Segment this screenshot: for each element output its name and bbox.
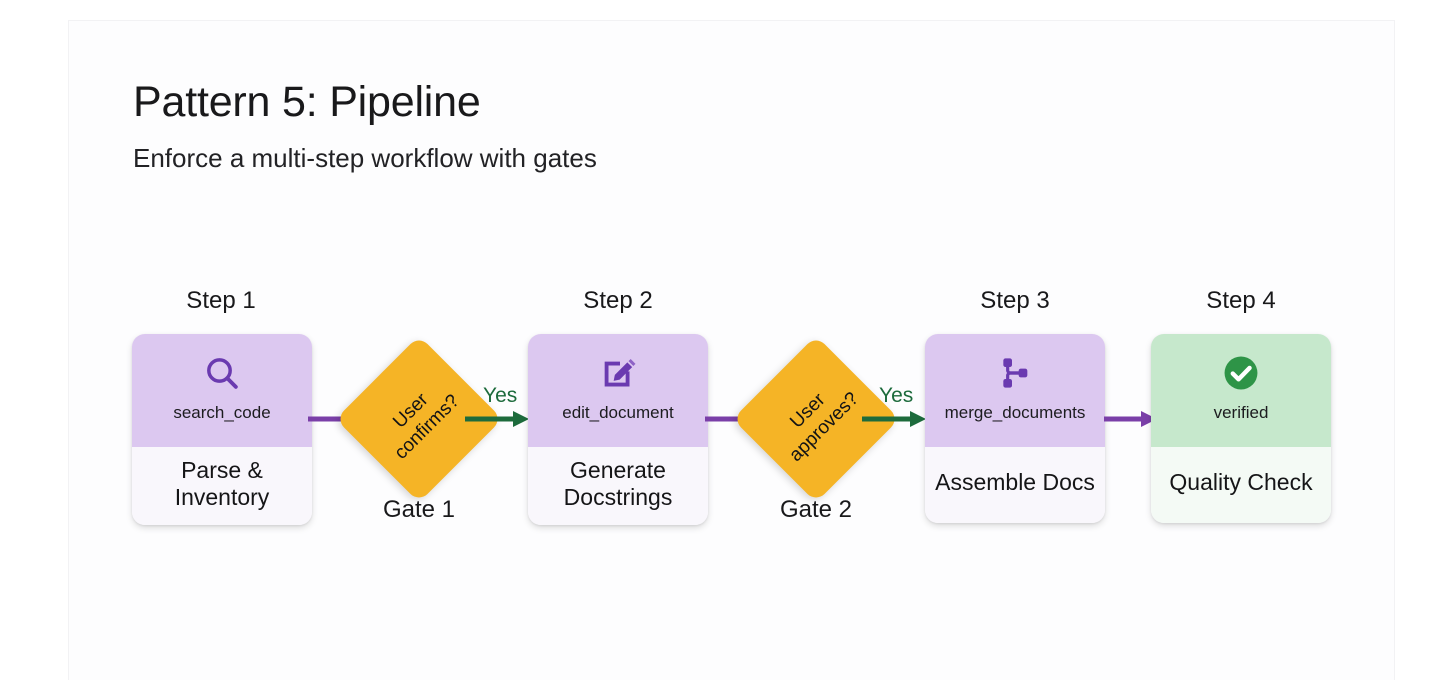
header-block: Pattern 5: Pipeline Enforce a multi-step… [133,78,1033,175]
step-card-4-description: Quality Check [1151,447,1331,523]
step-card-2-header: edit_document [528,334,708,447]
gate-2-caption: Gate 2 [779,496,853,523]
edit-document-icon [598,351,638,395]
step-label-4: Step 4 [1206,287,1276,314]
step-card-2-tool-name: edit_document [562,403,674,422]
gate-2[interactable]: User approves? Gate 2 [732,335,900,523]
gate-1-branch-label: Yes [483,384,518,407]
merge-documents-icon [995,351,1035,395]
step-card-1-tool-name: search_code [173,403,271,422]
step-card-1-header: search_code [132,334,312,447]
step-card-4[interactable]: verified Quality Check [1151,334,1331,523]
step-card-2[interactable]: edit_document Generate Docstrings [528,334,708,526]
gate-1-caption: Gate 1 [382,496,456,523]
step-card-1[interactable]: search_code Parse & Inventory [132,334,312,526]
step-card-1-description: Parse & Inventory [132,447,312,526]
page-title: Pattern 5: Pipeline [133,78,481,126]
gate-1[interactable]: User confirms? Gate 1 [335,335,503,523]
step-card-3-tool-name: merge_documents [944,403,1086,422]
connector-gate2-to-step3 [862,411,926,427]
connector-step3-to-step4 [1104,411,1157,427]
step-card-3-description: Assemble Docs [925,447,1105,523]
step-card-3[interactable]: merge_documents Assemble Docs [925,334,1105,523]
step-label-1: Step 1 [186,287,256,314]
step-card-4-tool-name: verified [1213,403,1269,422]
step-label-2: Step 2 [583,287,653,314]
check-circle-icon [1220,351,1262,395]
search-icon [202,351,242,395]
step-card-4-header: verified [1151,334,1331,447]
step-card-2-description: Generate Docstrings [528,447,708,526]
step-card-3-header: merge_documents [925,334,1105,447]
page-subtitle: Enforce a multi-step workflow with gates [133,143,597,174]
gate-2-branch-label: Yes [879,384,914,407]
step-label-3: Step 3 [980,287,1050,314]
connector-gate1-to-step2 [465,411,529,427]
